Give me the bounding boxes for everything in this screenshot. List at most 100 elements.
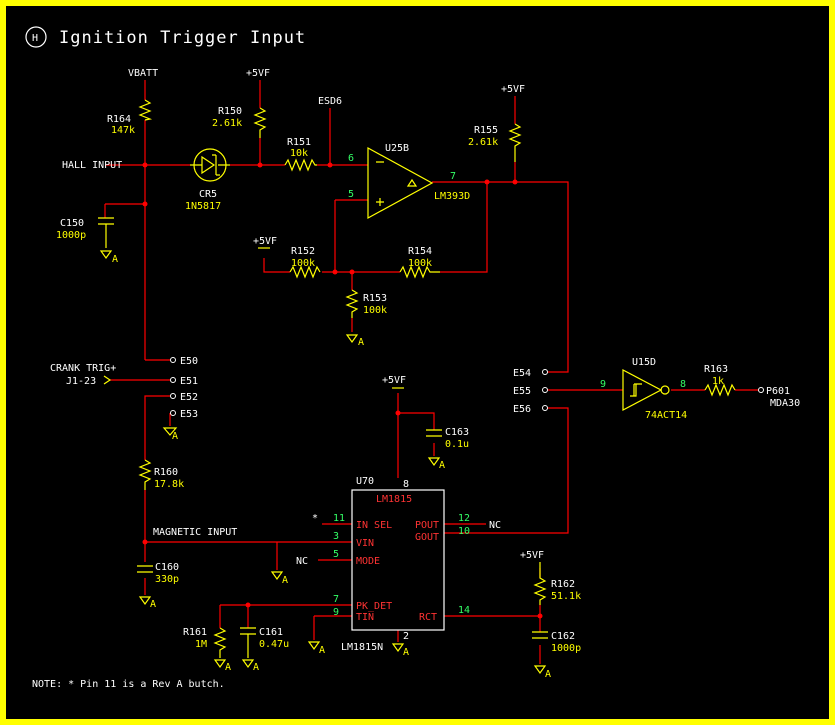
capacitor-c150 [98,217,114,248]
u70-part-bottom: LM1815N [341,642,383,653]
capacitor-c160 [137,565,153,573]
jumper-e51: E51 [180,376,198,387]
gnd-c161: A [253,662,259,673]
c160-value: 330p [155,574,179,585]
c163-value: 0.1u [445,439,469,450]
vbatt-label: VBATT [128,68,158,79]
u70-label-pout: POUT [415,520,439,531]
u15d-ref: U15D [632,357,656,368]
ground-c160 [138,596,152,606]
gnd-r153: A [358,337,364,348]
title-badge: H [32,33,38,44]
ground-c162 [533,665,547,675]
c162-ref: C162 [551,631,575,642]
r163-ref: R163 [704,364,728,375]
r161-ref: R161 [183,627,207,638]
resistor-r163 [704,383,736,397]
r162-value: 51.1k [551,591,581,602]
resistor-r162 [533,562,547,605]
jumper-e54: E54 [513,368,531,379]
u15d-pin8: 8 [680,379,686,390]
junctions [142,162,543,619]
u70-pin9: 9 [333,607,339,618]
r153-ref: R153 [363,293,387,304]
gnd-tin: A [319,645,325,656]
u70-pin11: 11 [333,513,345,524]
r152-ref: R152 [291,246,315,257]
gnd-c163: A [439,460,445,471]
r164-ref: R164 [107,114,131,125]
ground-c163 [427,457,441,467]
r154-value: 100k [408,258,432,269]
sheet-title: Ignition Trigger Input [59,28,306,48]
connector-arrow-j1 [103,375,112,385]
resistor-r161 [213,627,227,658]
ic-u70 [351,489,445,631]
c160-ref: C160 [155,562,179,573]
crank-trig-label: CRANK TRIG+ [50,363,116,374]
gnd-u70: A [403,647,409,658]
ground-r153 [345,334,359,344]
jumper-e53: E53 [180,409,198,420]
u70-label-vin: VIN [356,538,374,549]
r150-ref: R150 [218,106,242,117]
ground-u70 [391,643,405,653]
u25b-pin6: 6 [348,153,354,164]
esd6-label: ESD6 [318,96,342,107]
capacitor-c161 [240,627,256,658]
u70-pin3: 3 [333,531,339,542]
r163-value: 1k [712,376,724,387]
resistor-r155 [508,123,522,162]
u15d-pin9: 9 [600,379,606,390]
resistor-r151 [284,158,317,172]
comparator-u25b [367,146,434,220]
r160-value: 17.8k [154,479,184,490]
r161-value: 1M [195,639,207,650]
c161-value: 0.47u [259,639,289,650]
u70-label-rct: RCT [419,612,437,623]
u25b-pin5: 5 [348,189,354,200]
u70-pin8: 8 [403,479,409,490]
jumper-pins-left [170,357,176,416]
j1-23-label: J1-23 [66,376,96,387]
svf-label-r162: +5VF [520,550,544,561]
gnd-r161: A [225,662,231,673]
jumper-pins-right [542,369,548,411]
u70-label-pk-det: PK_DET [356,601,392,612]
resistor-r152 [289,265,321,279]
c163-ref: C163 [445,427,469,438]
ground-e53 [162,427,178,436]
gnd-e53: A [172,431,178,442]
svf-label-u70: +5VF [382,375,406,386]
u70-pin5: 5 [333,549,339,560]
u25b-pin7: 7 [450,171,456,182]
c150-ref: C150 [60,218,84,229]
capacitor-c162 [532,631,548,639]
gnd-vin: A [282,575,288,586]
wires [104,80,758,664]
u70-pin2: 2 [403,631,409,642]
p601-pin [758,387,764,393]
resistor-r153 [345,289,359,318]
u70-pin7: 7 [333,594,339,605]
svf-label-r152: +5VF [253,236,277,247]
r162-ref: R162 [551,579,575,590]
r164-value: 147k [111,125,135,136]
title-badge-circle [25,26,47,48]
r154-ref: R154 [408,246,432,257]
magnetic-input-label: MAGNETIC INPUT [153,527,237,538]
svf-label-r155: +5VF [501,84,525,95]
c162-value: 1000p [551,643,581,654]
p601-label: P601 [766,386,790,397]
u25b-ref: U25B [385,143,409,154]
u70-label-gout: GOUT [415,532,439,543]
u70-label-in-sel: IN SEL [356,520,392,531]
u70-label-mode: MODE [356,556,380,567]
jumper-e50: E50 [180,356,198,367]
cr5-ref: CR5 [199,189,217,200]
nc-pout: NC [489,520,501,531]
r155-value: 2.61k [468,137,498,148]
c161-ref: C161 [259,627,283,638]
